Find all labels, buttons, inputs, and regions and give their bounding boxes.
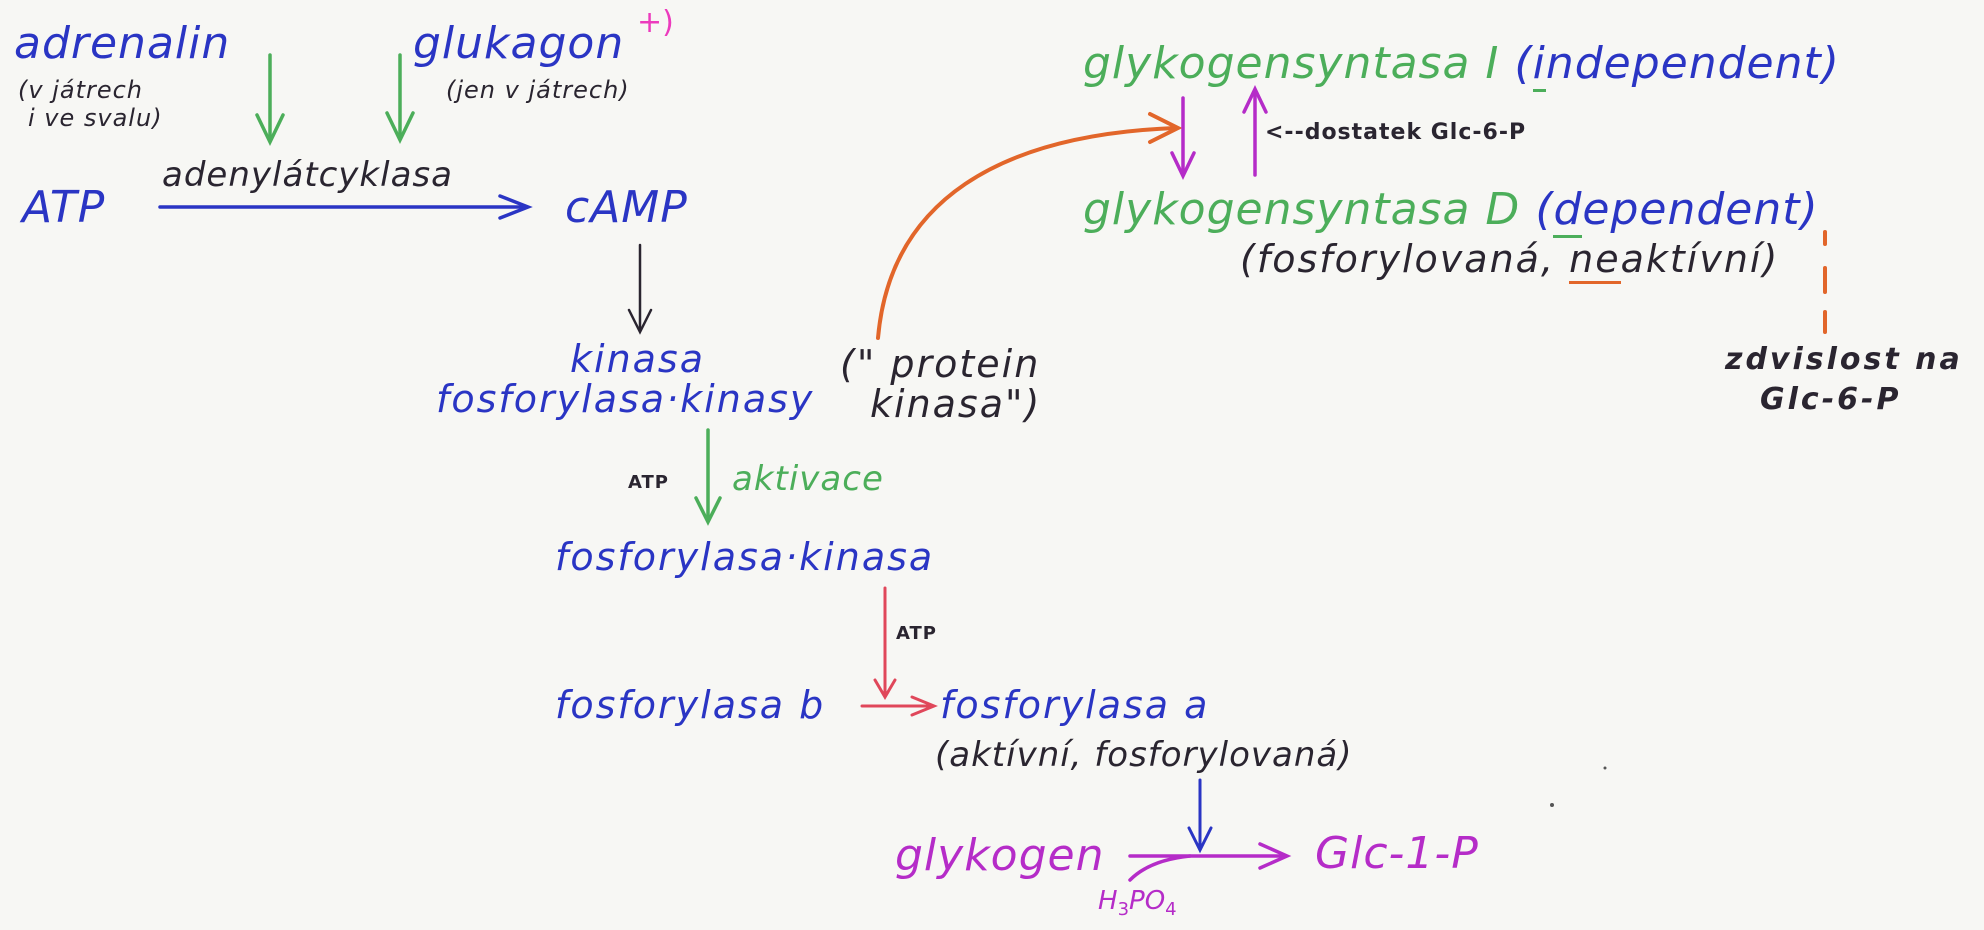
glukagon-mark: +) [637,5,674,40]
glykogen-to-glc1p-arrow [1128,842,1292,882]
gs-d-name: glykogensyntasa D [1083,184,1521,235]
adrenalin-note-2: i ve svalu) [28,104,163,132]
fosforylasa-a-catalysis-arrow [1187,778,1213,854]
gs-d-letter: d [1553,184,1583,238]
dostatek-label: <--dostatek Glc-6-P [1265,120,1527,145]
atp-small-1: ATP [628,472,670,493]
atp-label: ATP [22,182,106,233]
h3po4-sub-3: 3 [1117,899,1130,920]
gs-d-note-1: (fosforylovaná, [1240,237,1556,281]
speck [1550,803,1554,807]
fosforylasa-b-to-a-arrow [860,695,938,717]
glukagon-label: glukagon [413,18,625,69]
gs-i-rest: ndependent) [1545,38,1840,89]
glc1p-label: Glc-1-P [1315,828,1479,879]
adrenalin-arrow [255,53,285,147]
gs-i-label: glykogensyntasa I (independent) [1083,38,1840,92]
zavislost-label-1: zdvislost na [1725,342,1963,377]
gs-d-paren: ( [1535,184,1554,235]
aktivace-label: aktivace [732,459,884,499]
fosforylasa-a-label: fosforylasa a [940,683,1210,727]
gs-d-note: (fosforylovaná, neaktívní) [1240,237,1780,284]
gs-i-to-d-arrow [1170,96,1196,181]
glykogen-label: glykogen [895,830,1105,881]
zavislost-label-2: Glc-6-P [1760,382,1902,417]
h3po4-sub-4: 4 [1165,899,1177,920]
gs-i-paren: ( [1514,38,1533,89]
gs-d-rest: ependent) [1582,184,1819,235]
h3po4-label: H3PO4 [1098,888,1177,919]
kinasa-label-2: fosforylasa·kinasy [436,377,815,421]
aktivace-arrow [694,428,722,526]
atp-small-2: ATP [896,623,938,644]
gs-d-label: glykogensyntasa D (dependent) [1083,184,1819,238]
fosforylasa-a-note: (aktívní, fosforylovaná) [935,735,1353,775]
camp-to-kinasa-arrow [627,243,653,335]
gs-d-note-ne: ne [1569,237,1621,284]
protein-kinasa-label-2: kinasa") [870,382,1042,426]
fosforylasa-kinasa-arrow [873,586,897,700]
gs-d-note-2: aktívní) [1620,237,1780,281]
adenylatcyklasa-arrow [158,194,533,220]
gs-i-name: glykogensyntasa I [1083,38,1500,89]
fosforylasa-kinasa-label: fosforylasa·kinasa [555,535,935,579]
protein-kinasa-label-1: (" protein [840,342,1041,386]
speck [1603,766,1607,770]
gs-d-to-i-arrow [1242,84,1268,177]
fosforylasa-b-label: fosforylasa b [555,683,826,727]
glukagon-arrow [385,53,415,145]
glukagon-note: (jen v játrech) [446,76,630,104]
protein-kinasa-to-gs-arrow [876,112,1183,340]
h3po4-po: PO [1129,886,1166,916]
camp-label: cAMP [565,182,688,233]
kinasa-label-1: kinasa [570,337,706,381]
gs-i-letter: i [1532,38,1546,92]
adrenalin-label: adrenalin [14,18,231,69]
adenylatcyklasa-label: adenylátcyklasa [162,155,453,195]
h3po4-h: H [1098,886,1118,916]
adrenalin-note-1: (v játrech [18,76,144,104]
